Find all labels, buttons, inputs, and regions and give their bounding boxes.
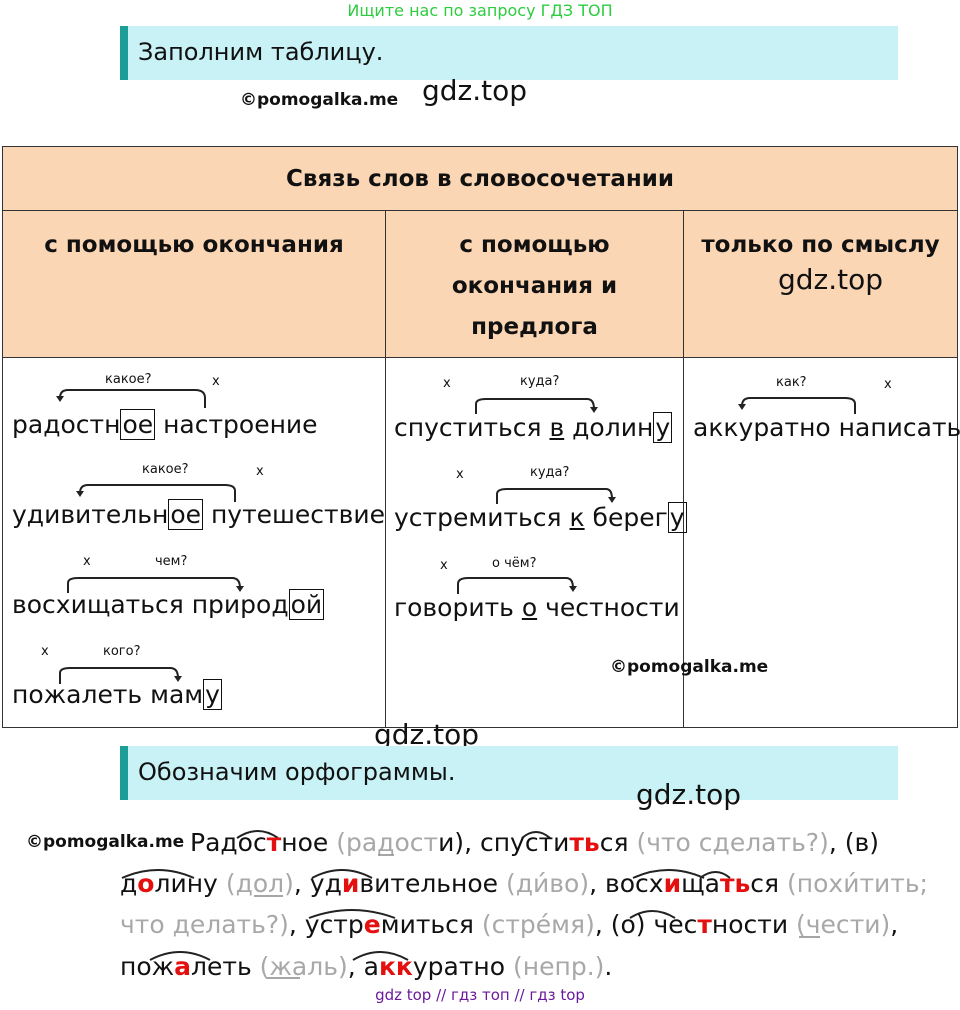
phrase-row: устремиться к берегу: [394, 502, 687, 533]
phrase-row: восхищаться природой: [12, 589, 325, 620]
ortho-line-2: долину (дол), удивительное (ди́во), восх…: [120, 869, 928, 898]
ortho-line-3: что делать?), устремиться (стре́мя), (о)…: [120, 910, 899, 939]
table-title-cell: Связь слов в словосочетании: [2, 146, 958, 211]
main-word-mark: x: [212, 374, 220, 389]
ending-box: у: [203, 679, 222, 710]
question-label: какое?: [105, 372, 152, 387]
watermark: gdz.top: [636, 778, 742, 811]
ending-box: ое: [120, 409, 156, 440]
banner-text: Обозначим орфограммы.: [138, 758, 456, 786]
watermark: gdz.top: [374, 718, 480, 751]
footer-links[interactable]: gdz top // гдз топ // гдз top: [375, 986, 585, 1004]
question-label: как?: [776, 375, 807, 390]
header-col2-line1: с помощью: [459, 232, 610, 258]
header-col1-text: с помощью окончания: [44, 232, 344, 258]
main-word-mark: x: [83, 554, 91, 569]
phrase-row: пожалеть маму: [12, 679, 222, 710]
ortho-line-1: Радостное (радости), спуститься (что сде…: [190, 828, 879, 857]
question-label: чем?: [155, 554, 188, 569]
body-col3: [683, 357, 958, 728]
phrase-row: радостное настроение: [12, 409, 318, 440]
preposition: о: [521, 593, 538, 622]
question-label: о чём?: [492, 556, 537, 571]
phrase-row: спуститься в долину: [394, 412, 673, 443]
banner-text: Заполним таблицу.: [138, 38, 384, 66]
ending-box: ое: [168, 499, 203, 530]
phrase-row: говорить о честности: [394, 593, 680, 622]
question-label: кого?: [103, 644, 141, 659]
watermark: gdz.top: [422, 74, 528, 107]
top-search-link[interactable]: Ищите нас по запросу ГДЗ ТОП: [347, 1, 613, 20]
phrase-row: аккуратно написать: [693, 413, 960, 442]
question-label: куда?: [530, 465, 570, 480]
main-word-mark: x: [41, 644, 49, 659]
header-col2-line2: окончания и: [451, 273, 618, 299]
question-label: куда?: [520, 374, 560, 389]
main-word-mark: x: [456, 467, 464, 482]
header-col2: с помощью окончания и предлога: [385, 210, 684, 358]
main-word-mark: x: [256, 464, 264, 479]
preposition: в: [549, 413, 565, 442]
copyright-mark: ©pomogalka.me: [240, 90, 399, 110]
header-col3: только по смыслу gdz.top: [683, 210, 958, 358]
ending-box: у: [667, 502, 687, 533]
header-col3-text: только по смыслу: [701, 232, 940, 258]
table-title: Связь слов в словосочетании: [286, 166, 674, 192]
ending-box: ой: [288, 589, 325, 620]
ending-box: у: [653, 412, 673, 443]
copyright-mark: ©pomogalka.me: [610, 657, 769, 677]
main-word-mark: x: [443, 376, 451, 391]
word-link-table: Связь слов в словосочетании с помощью ок…: [2, 146, 958, 728]
ortho-line-4: пожалеть (жаль), аккуратно (непр.).: [120, 952, 613, 981]
main-word-mark: x: [884, 377, 892, 392]
copyright-mark: ©pomogalka.me: [26, 832, 185, 852]
phrase-row: удивительное путешествие: [12, 499, 385, 530]
main-word-mark: x: [440, 558, 448, 573]
preposition: к: [569, 503, 585, 532]
banner-fill-table: Заполним таблицу.: [120, 26, 898, 80]
header-col2-line3: предлога: [471, 314, 598, 340]
banner-orthograms: Обозначим орфограммы.: [120, 746, 898, 800]
question-label: какое?: [142, 462, 189, 477]
header-col1: с помощью окончания: [2, 210, 386, 358]
watermark: gdz.top: [778, 263, 884, 296]
